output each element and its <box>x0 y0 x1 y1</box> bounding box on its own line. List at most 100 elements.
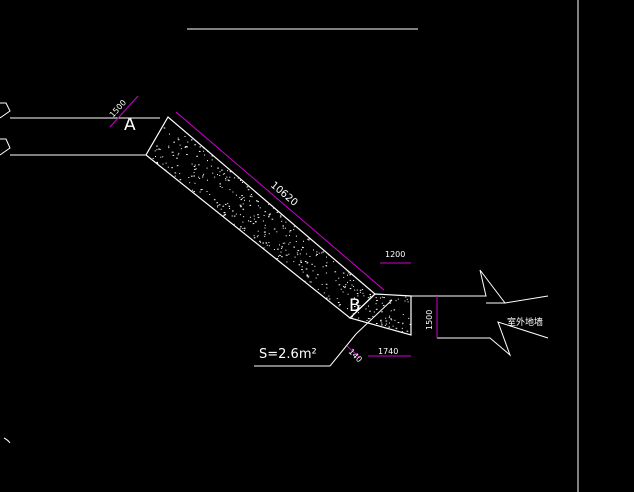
hatch-dot <box>207 160 208 162</box>
hatch-dot <box>231 215 233 217</box>
hatch-dot <box>194 144 196 146</box>
hatch-dot <box>198 164 200 166</box>
hatch-dot <box>280 214 282 216</box>
hatch-dot <box>370 296 372 298</box>
hatch-dot <box>357 295 359 297</box>
hatch-dot <box>269 213 271 215</box>
hatch-dot <box>179 173 181 175</box>
wall-note-label: 室外地墙 <box>507 316 543 328</box>
hatch-dot <box>353 297 355 299</box>
hatch-dot <box>206 167 208 169</box>
hatch-dot <box>310 281 312 283</box>
hatch-dot <box>289 234 290 236</box>
hatch-dot <box>335 280 337 282</box>
hatch-dot <box>388 317 390 318</box>
area-label: S=2.6m² <box>259 347 317 362</box>
hatch-dot <box>165 169 167 171</box>
hatch-dot <box>271 218 274 220</box>
hatch-dot <box>187 141 189 143</box>
hatch-dot <box>218 204 221 206</box>
hatch-dot <box>195 168 197 170</box>
hatch-dot <box>226 176 228 178</box>
hatch-dot <box>262 220 264 222</box>
hatch-dot <box>235 194 237 196</box>
hatch-dot <box>395 327 398 329</box>
hatch-dot <box>322 266 324 268</box>
hatch-dot <box>376 323 378 324</box>
hatch-dot <box>199 191 201 193</box>
hatch-dot <box>240 179 241 181</box>
hatch-dot <box>359 291 361 293</box>
drawing-frame <box>3 0 579 492</box>
hatch-dot <box>242 208 245 210</box>
hatch-dot <box>294 256 296 258</box>
hatch-dot <box>249 200 250 202</box>
hatch-dot <box>228 180 230 182</box>
hatch-dot <box>357 319 359 321</box>
hatch-dot <box>373 311 375 313</box>
hatch-dot <box>328 298 331 300</box>
hatch-dot <box>349 288 352 290</box>
hatch-dot <box>337 302 340 303</box>
hatch-dot <box>155 156 156 157</box>
hatch-dot <box>257 230 259 232</box>
hatch-dot <box>273 207 275 209</box>
hatch-dot <box>167 166 169 168</box>
hatch-dot <box>193 166 196 167</box>
hatch-dot <box>259 207 261 209</box>
hatch-dot <box>299 253 301 255</box>
hatch-dot <box>199 146 202 148</box>
hatch-dot <box>193 172 195 174</box>
hatch-dot <box>285 221 287 223</box>
hatch-dot <box>225 178 227 180</box>
hatch-dot <box>282 242 284 244</box>
hatch-dot <box>179 144 181 146</box>
hatch-dot <box>367 318 370 320</box>
hatch-dot <box>219 183 221 185</box>
hatch-dot <box>240 226 242 228</box>
hatch-dot <box>281 256 283 258</box>
hatch-dot <box>404 300 406 302</box>
hatch-dot <box>221 169 223 171</box>
hatch-dot <box>279 216 282 218</box>
hatch-dot <box>194 164 196 166</box>
hatch-dot <box>325 272 327 274</box>
dim-offset-small-text: 140 <box>347 347 364 364</box>
hatch-dot <box>264 231 266 233</box>
hatch-dot <box>356 302 358 304</box>
hatch-dot <box>168 147 170 149</box>
hatch-dot <box>326 265 328 267</box>
hatch-dot <box>190 139 193 141</box>
hatch-dot <box>229 171 232 173</box>
hatch-dot <box>368 305 369 307</box>
hatch-dot <box>198 176 200 178</box>
hatch-dot <box>356 307 358 309</box>
hatch-dot <box>249 216 251 218</box>
hatch-dot <box>372 315 374 317</box>
hatch-dot <box>162 163 164 165</box>
hatch-dot <box>296 252 298 254</box>
passage-outline <box>145 116 376 319</box>
hatch-dot <box>246 186 249 188</box>
hatch-dot <box>321 283 323 285</box>
hatch-dot <box>276 258 279 260</box>
hatch-dot <box>219 171 221 173</box>
hatch-dot <box>338 305 340 307</box>
hatch-dot <box>322 251 324 253</box>
hatch-dot <box>305 268 308 270</box>
hatch-dot <box>381 311 383 313</box>
hatch-dot <box>354 306 356 307</box>
hatch-dot <box>405 296 407 298</box>
hatch-dot <box>242 182 243 183</box>
hatch-dot <box>160 156 162 158</box>
hatch-dot <box>243 230 245 231</box>
hatch-dot <box>282 227 284 229</box>
hatch-dot <box>217 167 219 169</box>
hatch-dot <box>293 246 295 248</box>
area-leader-slant <box>329 333 357 367</box>
hatch-dot <box>295 235 297 237</box>
hatch-dot <box>266 242 267 244</box>
hatch-dot <box>268 216 270 218</box>
hatch-dot <box>223 214 226 216</box>
